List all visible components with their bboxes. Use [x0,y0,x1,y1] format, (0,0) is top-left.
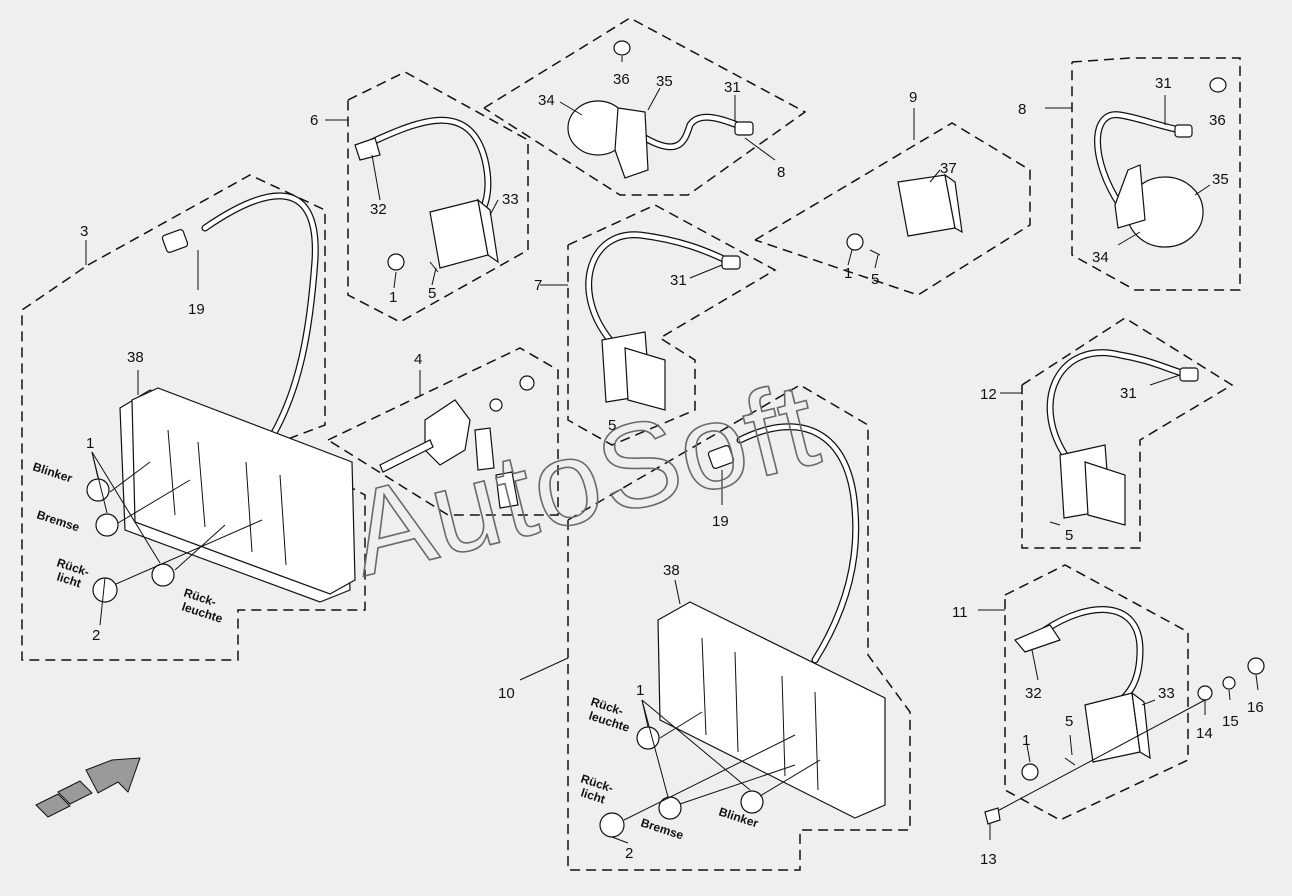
label-19-right: 19 [712,513,729,530]
label-35-right: 35 [1212,171,1229,188]
label-33-g11: 33 [1158,685,1175,702]
label-1-right: 1 [636,682,644,699]
label-15: 15 [1222,713,1239,730]
label-16: 16 [1247,699,1264,716]
label-13: 13 [980,851,997,868]
label-10: 10 [498,685,515,702]
label-8-top: 8 [777,164,785,181]
group-4-mounting-bracket [327,347,559,516]
group-11-marker-lamp [978,564,1265,840]
group-8-right-clearance-lamp [1045,57,1241,291]
label-5-g11: 5 [1065,713,1073,730]
label-31-g8r: 31 [1155,75,1172,92]
label-38-right: 38 [663,562,680,579]
label-2-left: 2 [92,627,100,644]
group-9-side-marker-lamp [754,108,1031,296]
label-36-top: 36 [613,71,630,88]
label-32-top: 32 [370,201,387,218]
label-5-g12: 5 [1065,527,1073,544]
label-19-left: 19 [188,301,205,318]
label-3: 3 [80,223,88,240]
label-5-g7: 5 [608,417,616,434]
label-36-right: 36 [1209,112,1226,129]
label-6: 6 [310,112,318,129]
word-blinker-left: Blinker [31,460,74,486]
group-8-clearance-lamp [483,17,807,196]
word-bremse-right: Bremse [639,816,686,843]
label-1-g11: 1 [1022,732,1030,749]
group-12-license-lamp [1000,317,1234,549]
label-8-right: 8 [1018,101,1026,118]
label-5-g6: 5 [428,285,436,302]
label-35-top: 35 [656,73,673,90]
label-31-g7: 31 [670,272,687,289]
group-6-marker-lamp [325,71,529,323]
label-34-right: 34 [1092,249,1109,266]
label-14: 14 [1196,725,1213,742]
group-10-right-tail-lamp [519,384,911,871]
label-5-g9: 5 [871,271,879,288]
label-2-right: 2 [625,845,633,862]
direction-arrow-icon [35,757,141,818]
label-1-g6: 1 [389,289,397,306]
label-31-top: 31 [724,79,741,96]
label-12: 12 [980,386,997,403]
label-38-left: 38 [127,349,144,366]
group-7-license-lamp [540,204,777,446]
word-bremse-left: Bremse [35,508,82,535]
label-4: 4 [414,351,422,368]
label-31-g12: 31 [1120,385,1137,402]
label-9: 9 [909,89,917,106]
label-1-g9: 1 [844,265,852,282]
label-34-top: 34 [538,92,555,109]
part-labels: 3 19 38 1 2 6 32 33 1 5 36 35 34 31 8 9 … [80,71,1264,868]
watermark: AutoSoft [337,356,832,601]
label-11: 11 [952,604,968,621]
label-33-top: 33 [502,191,519,208]
label-1-left: 1 [86,435,94,452]
label-37: 37 [940,160,957,177]
group-3-left-tail-lamp [21,174,366,661]
label-7: 7 [534,277,542,294]
label-32-g11: 32 [1025,685,1042,702]
